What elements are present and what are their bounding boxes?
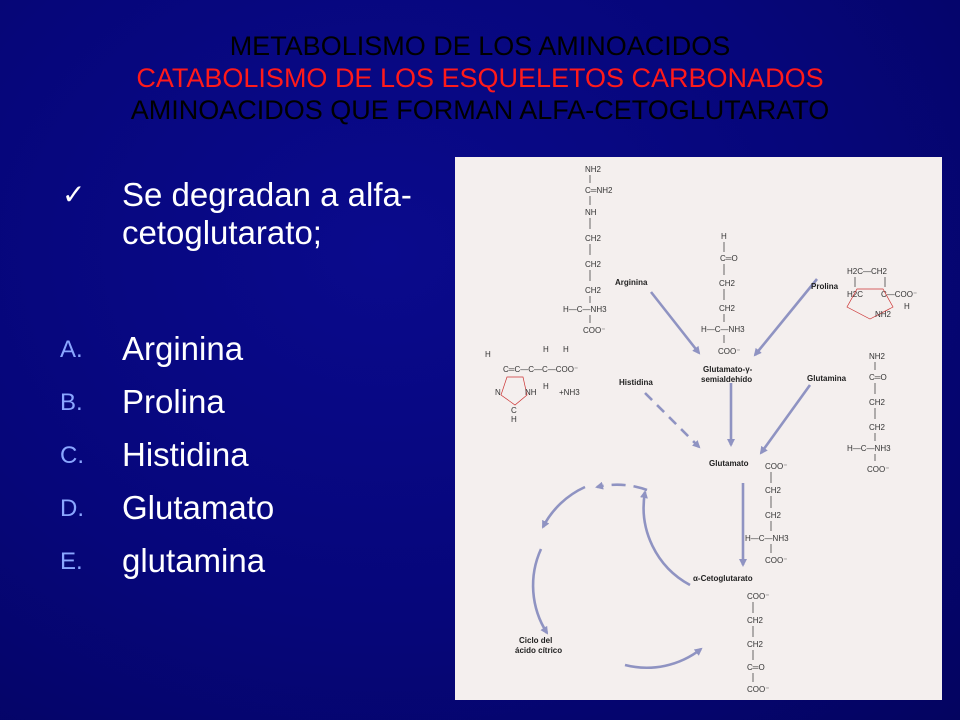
svg-text:COO⁻: COO⁻ xyxy=(583,326,605,335)
label-glutamina: Glutamina xyxy=(807,374,847,383)
svg-text:NH: NH xyxy=(525,388,537,397)
checkmark-icon: ✓ xyxy=(62,179,86,210)
label-semialdehido-1: Glutamato-γ- xyxy=(703,365,753,374)
semialdehyde-structure: H C═O CH2 CH2 H—C—NH3 COO⁻ xyxy=(701,232,745,356)
svg-text:COO⁻: COO⁻ xyxy=(765,462,787,471)
svg-text:CH2: CH2 xyxy=(719,304,736,313)
svg-text:COO⁻: COO⁻ xyxy=(747,592,769,601)
list-text: glutamina xyxy=(122,542,266,579)
svg-text:CH2: CH2 xyxy=(765,511,782,520)
ketoglutarate-structure: COO⁻ CH2 CH2 C═O COO⁻ xyxy=(747,592,769,694)
label-semialdehido-2: semialdehído xyxy=(701,375,752,384)
label-glutamato: Glutamato xyxy=(709,459,749,468)
svg-text:H—C—NH3: H—C—NH3 xyxy=(745,534,789,543)
svg-text:COO⁻: COO⁻ xyxy=(718,347,740,356)
list-text: Glutamato xyxy=(122,489,275,526)
svg-text:CH2: CH2 xyxy=(585,234,602,243)
glutamate-structure: COO⁻ CH2 CH2 H—C—NH3 COO⁻ xyxy=(745,462,789,565)
list-letter: B. xyxy=(60,389,83,416)
svg-text:NH2: NH2 xyxy=(869,352,886,361)
svg-text:CH2: CH2 xyxy=(747,616,764,625)
svg-text:CH2: CH2 xyxy=(747,640,764,649)
pathway-arrows xyxy=(531,278,819,670)
svg-text:C═C—C—C—COO⁻: C═C—C—C—COO⁻ xyxy=(503,365,578,374)
svg-text:C—COO⁻: C—COO⁻ xyxy=(881,290,917,299)
list-text: Prolina xyxy=(122,383,225,420)
svg-text:C═O: C═O xyxy=(720,254,738,263)
label-ciclo-1: Ciclo del xyxy=(519,636,552,645)
svg-text:COO⁻: COO⁻ xyxy=(765,556,787,565)
svg-text:C: C xyxy=(511,406,517,415)
svg-text:NH: NH xyxy=(585,208,597,217)
title-line-1: METABOLISMO DE LOS AMINOACIDOS xyxy=(229,31,731,61)
title-line-2: CATABOLISMO DE LOS ESQUELETOS CARBONADOS xyxy=(136,63,824,93)
label-histidina: Histidina xyxy=(619,378,653,387)
svg-text:+NH3: +NH3 xyxy=(559,388,580,397)
svg-text:H: H xyxy=(563,345,569,354)
svg-text:H2C—CH2: H2C—CH2 xyxy=(847,267,888,276)
svg-text:CH2: CH2 xyxy=(869,398,886,407)
svg-text:C═O: C═O xyxy=(747,663,765,672)
svg-text:H: H xyxy=(485,350,491,359)
slide-title: METABOLISMO DE LOS AMINOACIDOS CATABOLIS… xyxy=(0,30,960,126)
svg-text:CH2: CH2 xyxy=(585,286,602,295)
svg-text:CH2: CH2 xyxy=(585,260,602,269)
svg-text:NH2: NH2 xyxy=(875,310,892,319)
label-arginina: Arginina xyxy=(615,278,648,287)
svg-text:CH2: CH2 xyxy=(765,486,782,495)
svg-text:H2C: H2C xyxy=(847,290,863,299)
svg-text:N: N xyxy=(495,388,501,397)
svg-text:C═NH2: C═NH2 xyxy=(585,186,613,195)
svg-text:H: H xyxy=(543,382,549,391)
svg-text:H: H xyxy=(904,302,910,311)
svg-text:H—C—NH3: H—C—NH3 xyxy=(847,444,891,453)
bullet-text: Se degradan a alfa-cetoglutarato; xyxy=(122,176,412,251)
title-line-3: AMINOACIDOS QUE FORMAN ALFA-CETOGLUTARAT… xyxy=(130,95,830,125)
label-cetoglutarato: α-Cetoglutarato xyxy=(693,574,753,583)
label-prolina: Prolina xyxy=(811,282,839,291)
svg-text:COO⁻: COO⁻ xyxy=(747,685,769,694)
list-letter: D. xyxy=(60,495,84,522)
svg-text:C═O: C═O xyxy=(869,373,887,382)
svg-text:NH2: NH2 xyxy=(585,165,602,174)
list-letter: C. xyxy=(60,442,84,469)
svg-text:H: H xyxy=(511,415,517,424)
proline-structure: H2C—CH2 H2C C—COO⁻ NH2 H xyxy=(846,267,917,320)
svg-text:COO⁻: COO⁻ xyxy=(867,465,889,474)
svg-text:H—C—NH3: H—C—NH3 xyxy=(701,325,745,334)
svg-text:CH2: CH2 xyxy=(869,423,886,432)
arginine-structure: NH2 C═NH2 NH CH2 CH2 CH2 H—C—NH3 COO⁻ xyxy=(563,165,613,335)
svg-text:CH2: CH2 xyxy=(719,279,736,288)
label-ciclo-2: ácido cítrico xyxy=(515,646,562,655)
list-letter: A. xyxy=(60,336,83,363)
glutamine-structure: NH2 C═O CH2 CH2 H—C—NH3 COO⁻ xyxy=(847,352,891,474)
list-text: Histidina xyxy=(122,436,249,473)
svg-text:H—C—NH3: H—C—NH3 xyxy=(563,305,607,314)
svg-text:H: H xyxy=(543,345,549,354)
metabolic-pathway-diagram: NH2 C═NH2 NH CH2 CH2 CH2 H—C—NH3 COO⁻ H … xyxy=(455,157,942,700)
svg-text:H: H xyxy=(721,232,727,241)
list-text: Arginina xyxy=(122,330,244,367)
histidine-structure: H C═C—C—C—COO⁻ H H N NH C H H +NH3 xyxy=(485,345,580,424)
list-letter: E. xyxy=(60,548,83,575)
